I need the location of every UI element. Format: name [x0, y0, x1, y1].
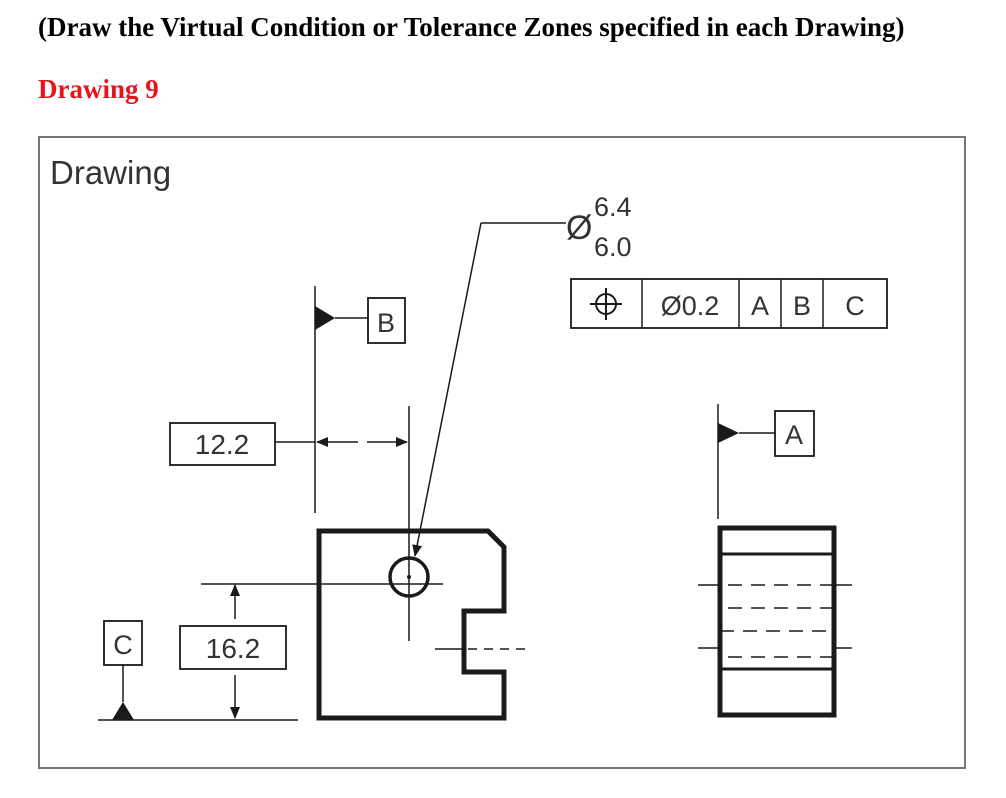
datum-c-box: [103, 620, 143, 666]
dim-16-2-box: [179, 625, 287, 670]
diameter-lower-limit: 6.0: [594, 232, 632, 262]
hole-leader-arrow: [412, 222, 482, 557]
datum-b-box: [367, 297, 406, 344]
datum-c-letter: C: [113, 630, 133, 660]
part-front-view-outline: [316, 528, 507, 721]
drawing-number-label: Drawing 9: [38, 74, 159, 104]
technical-drawing-figure: Drawing 12.2 B Ø 6.4 6.0: [38, 136, 966, 769]
feature-control-frame: Ø0.2 A B C: [570, 278, 888, 329]
datum-a-letter: A: [785, 420, 803, 450]
diameter-symbol: Ø: [566, 209, 592, 247]
dim-12-2-text: 12.2: [195, 429, 250, 460]
fcf-datum-a: A: [751, 291, 769, 321]
page-heading: (Draw the Virtual Condition or Tolerance…: [38, 12, 905, 42]
dim-16-2-text: 16.2: [206, 633, 261, 664]
part-side-view-outline: [717, 525, 837, 718]
drawing-title: Drawing: [50, 154, 171, 191]
datum-a-box: [774, 410, 815, 457]
position-icon: [590, 288, 622, 320]
datum-a-triangle: [718, 423, 739, 443]
drawing-canvas: Drawing 12.2 B Ø 6.4 6.0: [38, 136, 966, 769]
datum-c-triangle: [112, 702, 134, 720]
fcf-outer-box: [570, 278, 888, 329]
dim-12-2-box: [169, 422, 276, 466]
datum-b-letter: B: [377, 308, 395, 338]
fcf-datum-c: C: [845, 291, 865, 321]
diameter-upper-limit: 6.4: [594, 192, 632, 222]
fcf-datum-b: B: [793, 291, 811, 321]
datum-b-triangle: [315, 306, 335, 330]
fcf-tolerance: Ø0.2: [661, 291, 720, 321]
